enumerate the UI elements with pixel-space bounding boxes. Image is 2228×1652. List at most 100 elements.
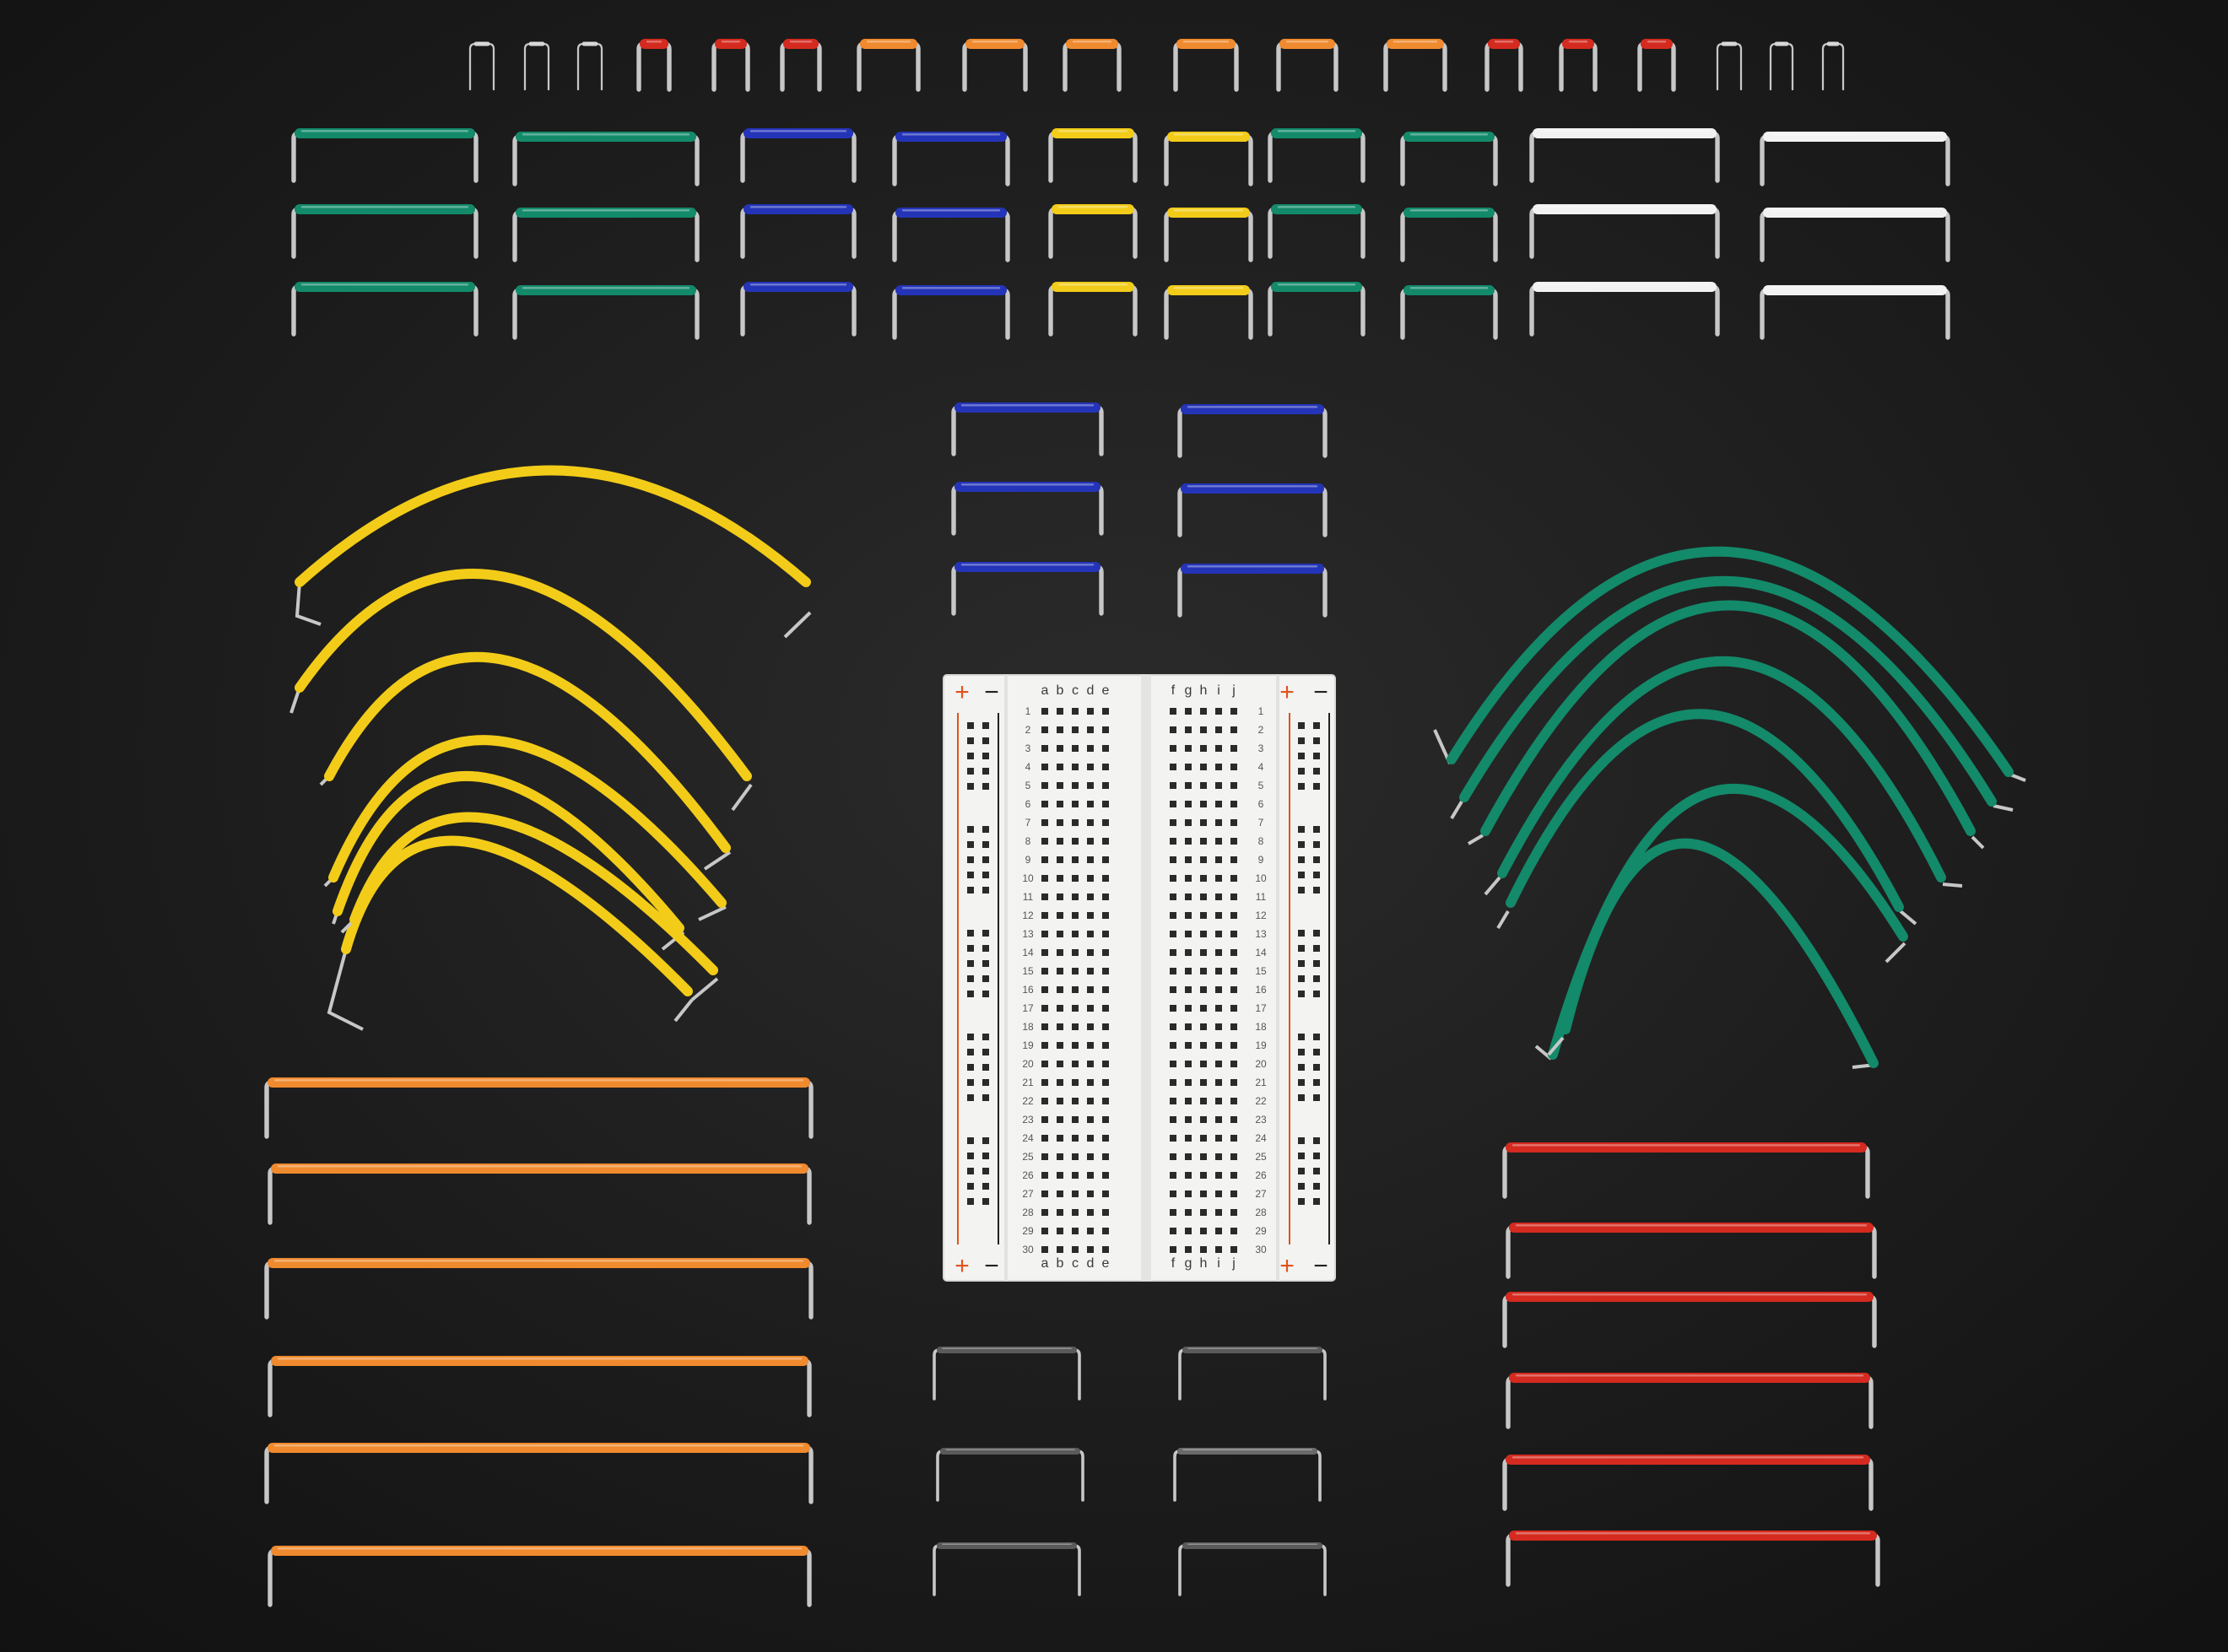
column-letter: d [1087, 683, 1095, 698]
rail-hole [1313, 960, 1320, 967]
breadboard-hole [1057, 819, 1063, 826]
column-letter: b [1057, 683, 1064, 698]
breadboard-hole [1087, 1135, 1094, 1142]
blue-short-jumper [892, 208, 1010, 262]
breadboard-hole [1215, 1023, 1222, 1030]
white-short-jumper [1529, 204, 1720, 259]
breadboard-hole [1072, 764, 1079, 770]
row-number: 4 [1258, 761, 1264, 773]
breadboard-hole [1230, 949, 1237, 956]
breadboard-hole [1215, 801, 1222, 807]
breadboard-hole [1102, 782, 1109, 789]
breadboard-hole [1215, 1246, 1222, 1253]
breadboard-hole [1185, 912, 1192, 919]
orange-tiny-jumper [857, 39, 921, 92]
rail-hole [1313, 856, 1320, 863]
breadboard-hole [1170, 745, 1176, 752]
yellow-arc-wires [289, 465, 812, 1031]
row-number: 6 [1258, 798, 1264, 810]
breadboard-hole [1230, 1042, 1237, 1049]
breadboard-rail-divider [1004, 675, 1008, 1281]
breadboard-hole [1215, 745, 1222, 752]
red-long-wire [1506, 1223, 1877, 1279]
wire-lead [1971, 835, 1985, 850]
breadboard-hole [1170, 1172, 1176, 1179]
rail-hole [982, 1049, 989, 1055]
breadboard-hole [1200, 1098, 1207, 1104]
breadboard-hole [1072, 912, 1079, 919]
white-short-jumper [1529, 282, 1720, 337]
row-number: 1 [1258, 705, 1264, 717]
rail-hole [967, 1168, 974, 1174]
gray-tiny-jumper [1716, 41, 1743, 91]
breadboard-hole [1102, 968, 1109, 974]
breadboard-hole [1200, 949, 1207, 956]
row-number: 13 [1255, 928, 1267, 940]
breadboard-hole [1230, 968, 1237, 974]
breadboard-hole [1087, 745, 1094, 752]
breadboard-hole [1102, 1023, 1109, 1030]
breadboard-hole [1057, 1042, 1063, 1049]
rail-hole [982, 1079, 989, 1086]
breadboard-hole [1087, 1246, 1094, 1253]
gray-bottom-jumper [1178, 1542, 1327, 1596]
rail-hole [982, 1137, 989, 1144]
breadboard-hole [1170, 1190, 1176, 1197]
orange-tiny-jumper [1173, 39, 1239, 92]
breadboard-hole [1041, 1246, 1048, 1253]
breadboard-hole [1102, 949, 1109, 956]
breadboard-hole [1041, 1023, 1048, 1030]
breadboard-hole [1087, 782, 1094, 789]
row-number: 11 [1023, 891, 1034, 903]
rail-hole [1313, 1064, 1320, 1071]
breadboard-hole [1041, 1153, 1048, 1160]
breadboard-hole [1170, 1098, 1176, 1104]
breadboard-hole [1215, 708, 1222, 715]
rail-hole [1298, 1168, 1305, 1174]
breadboard-hole [1041, 819, 1048, 826]
green-short-jumper [291, 128, 479, 183]
breadboard-hole [1185, 875, 1192, 882]
breadboard-hole [1041, 856, 1048, 863]
white-short-jumper [1760, 132, 1950, 186]
breadboard-hole [1215, 1228, 1222, 1234]
orange-long-wire [268, 1546, 812, 1607]
breadboard-hole [1170, 726, 1176, 733]
breadboard-hole [1041, 949, 1048, 956]
column-letter: b [1057, 1256, 1064, 1271]
breadboard-hole [1215, 1209, 1222, 1216]
rail-hole [982, 975, 989, 982]
breadboard-hole [1185, 893, 1192, 900]
breadboard-hole [1072, 745, 1079, 752]
breadboard-hole [1215, 1079, 1222, 1086]
red-tiny-jumper [1484, 39, 1523, 92]
minus-sign: − [984, 1252, 999, 1280]
breadboard-hole [1200, 819, 1207, 826]
row-number: 27 [1255, 1188, 1267, 1200]
breadboard-hole [1072, 949, 1079, 956]
gray-tiny-jumper [576, 41, 603, 91]
rail-hole [967, 722, 974, 729]
green-short-jumper [1268, 204, 1365, 259]
breadboard-hole [1041, 1005, 1048, 1012]
blue-short-jumper [740, 204, 857, 259]
green-arc-wire [1450, 575, 2014, 820]
breadboard-hole [1102, 1135, 1109, 1142]
breadboard-hole [1102, 1153, 1109, 1160]
breadboard-hole [1072, 801, 1079, 807]
breadboard-hole [1200, 893, 1207, 900]
rail-hole [1298, 960, 1305, 967]
breadboard-hole [1230, 931, 1237, 937]
breadboard-hole [1215, 931, 1222, 937]
breadboard-hole [1102, 856, 1109, 863]
rail-hole [1298, 975, 1305, 982]
plus-sign: + [954, 678, 970, 706]
rail-hole [1313, 826, 1320, 833]
rail-hole [982, 930, 989, 937]
breadboard-hole [1087, 856, 1094, 863]
breadboard-hole [1230, 801, 1237, 807]
breadboard-hole [1215, 1153, 1222, 1160]
white-short-jumper [1760, 285, 1950, 340]
breadboard-hole [1041, 745, 1048, 752]
